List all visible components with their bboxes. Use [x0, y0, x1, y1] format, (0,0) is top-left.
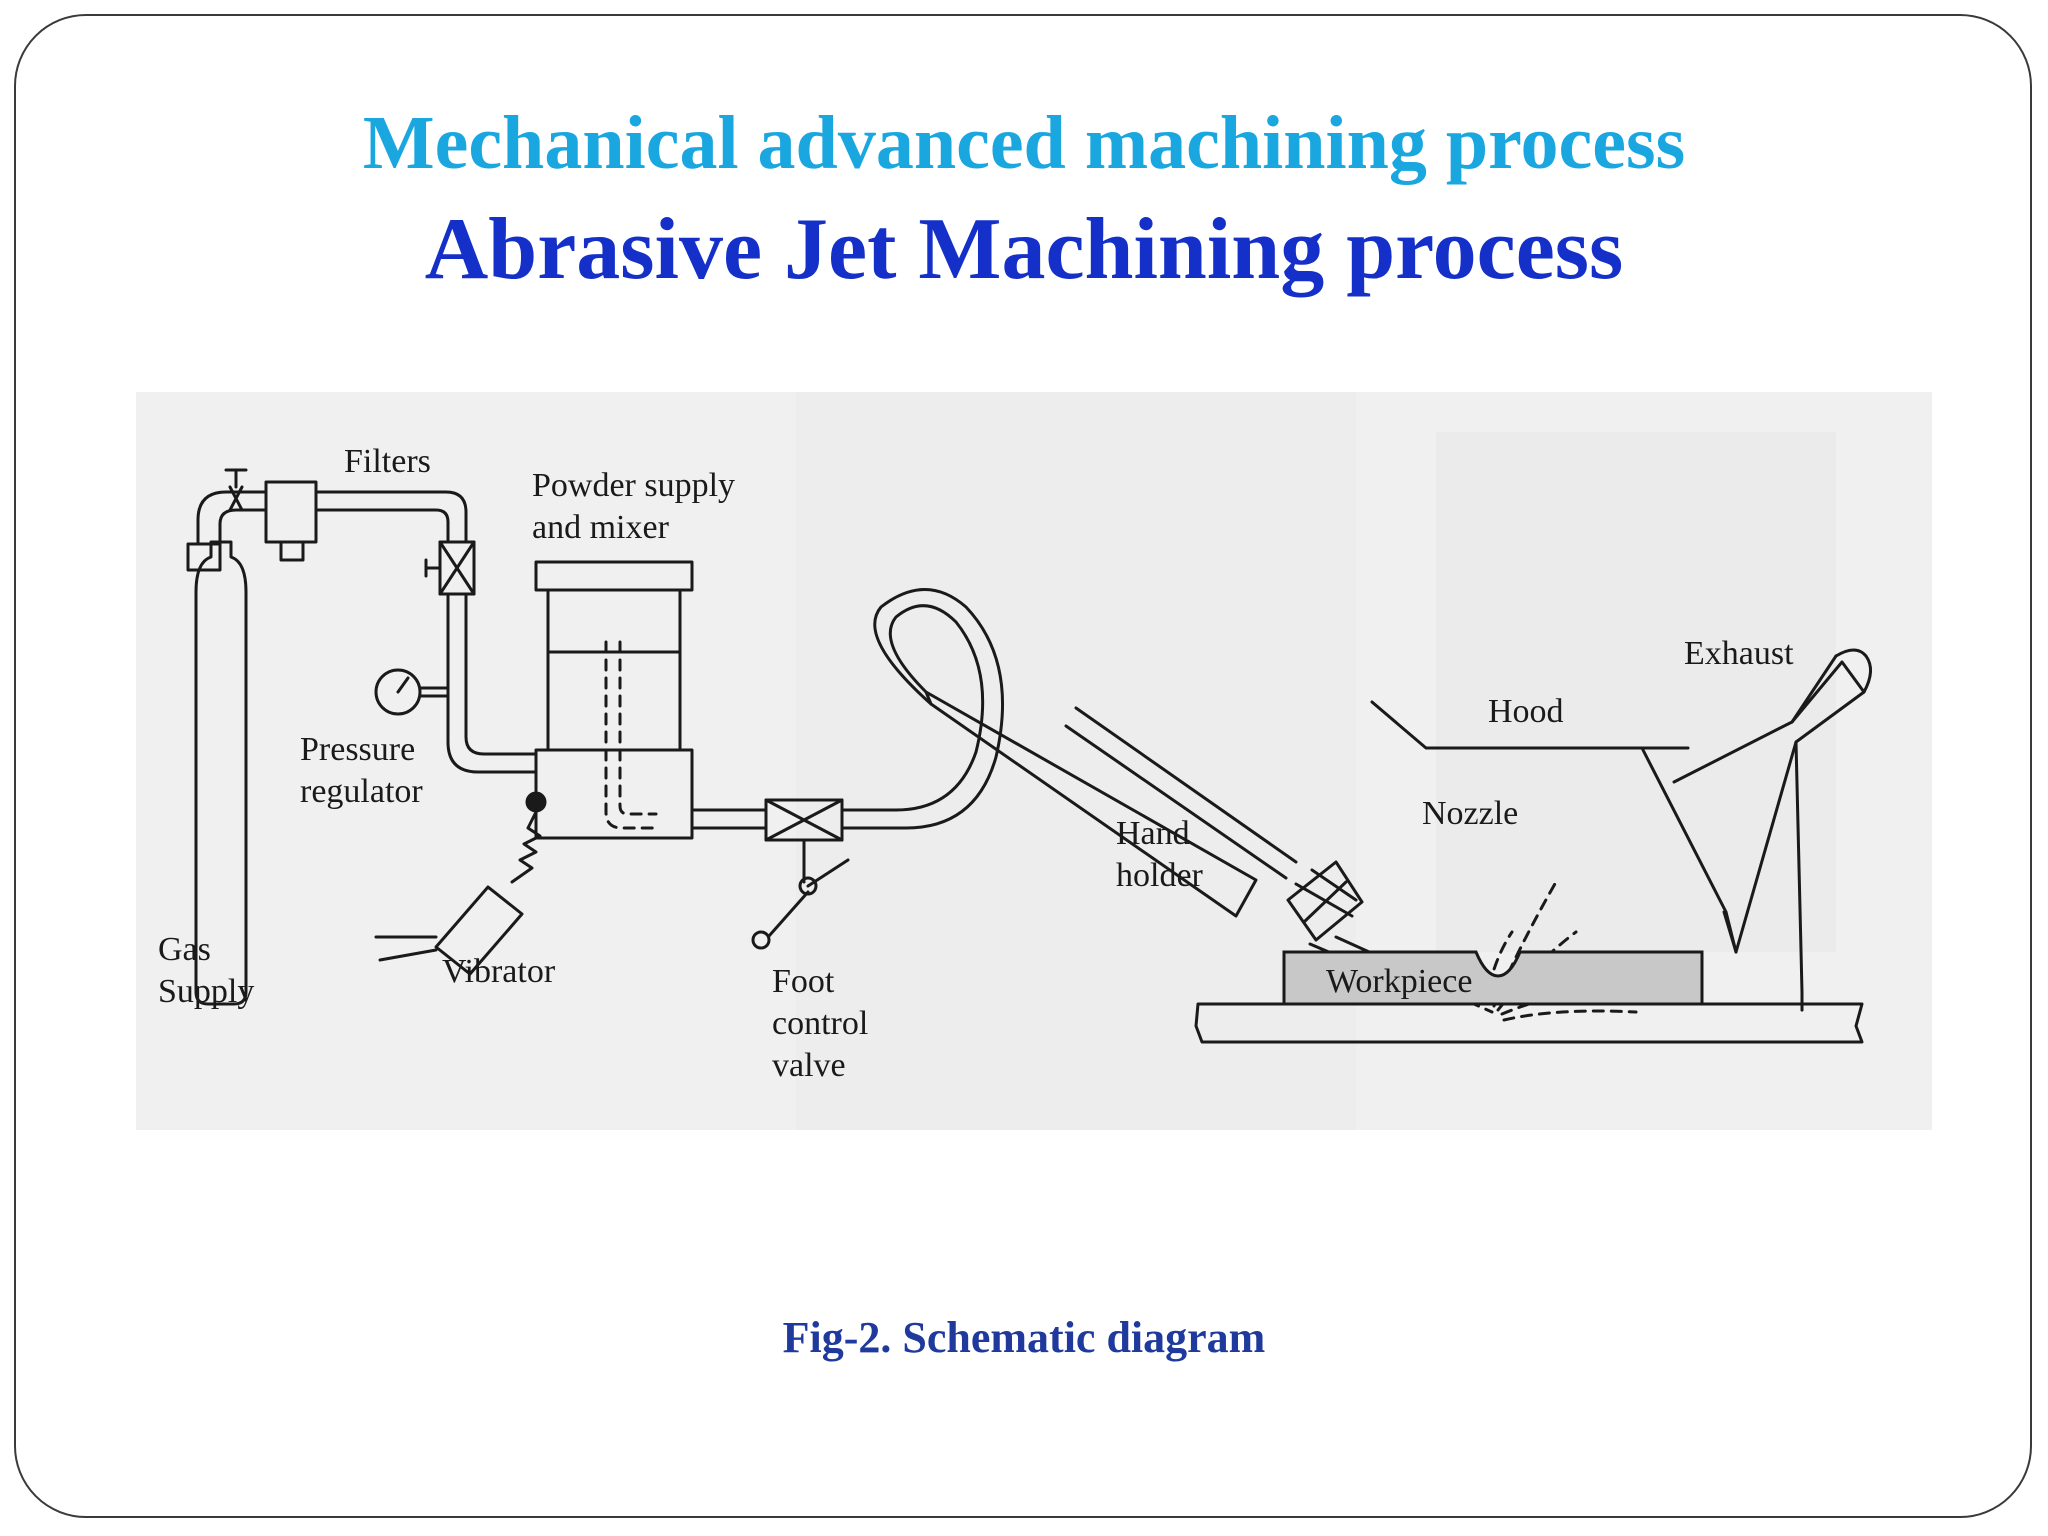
- label-gas-supply-2: Supply: [158, 973, 254, 1010]
- filter-unit: [264, 480, 318, 562]
- label-hand-holder-1: Hand: [1116, 815, 1190, 852]
- vibrator: [374, 791, 547, 976]
- foot-control-valve: [751, 798, 850, 950]
- label-foot-valve-2: control: [772, 1005, 868, 1042]
- label-exhaust: Exhaust: [1684, 635, 1794, 672]
- gas-cylinder: [186, 540, 248, 1006]
- label-foot-valve-3: valve: [772, 1047, 846, 1084]
- workpiece: [1282, 950, 1704, 1006]
- schematic-diagram: Filters Powder supply and mixer Pressure…: [136, 392, 1932, 1130]
- label-hood: Hood: [1488, 693, 1564, 730]
- pressure-gauge: [374, 668, 450, 716]
- label-pressure-regulator-1: Pressure: [300, 731, 415, 768]
- powder-mixer: [534, 560, 694, 840]
- figure-caption: Fig-2. Schematic diagram: [782, 1313, 1266, 1362]
- label-powder-supply-1: Powder supply: [532, 467, 735, 504]
- label-vibrator: Vibrator: [442, 953, 556, 990]
- slide-title: Mechanical advanced machining process: [362, 101, 1686, 185]
- label-workpiece: Workpiece: [1326, 963, 1472, 1000]
- work-table: [1194, 1002, 1864, 1044]
- hand-holder: [924, 690, 1298, 918]
- label-nozzle: Nozzle: [1422, 795, 1518, 832]
- label-gas-supply-1: Gas: [158, 931, 211, 968]
- label-filters: Filters: [344, 443, 431, 480]
- label-pressure-regulator-2: regulator: [300, 773, 423, 810]
- slide-subtitle: Abrasive Jet Machining process: [424, 201, 1624, 298]
- label-hand-holder-2: holder: [1116, 857, 1204, 894]
- label-foot-valve-1: Foot: [772, 963, 835, 1000]
- label-powder-supply-2: and mixer: [532, 509, 670, 546]
- inline-valve: [424, 540, 476, 596]
